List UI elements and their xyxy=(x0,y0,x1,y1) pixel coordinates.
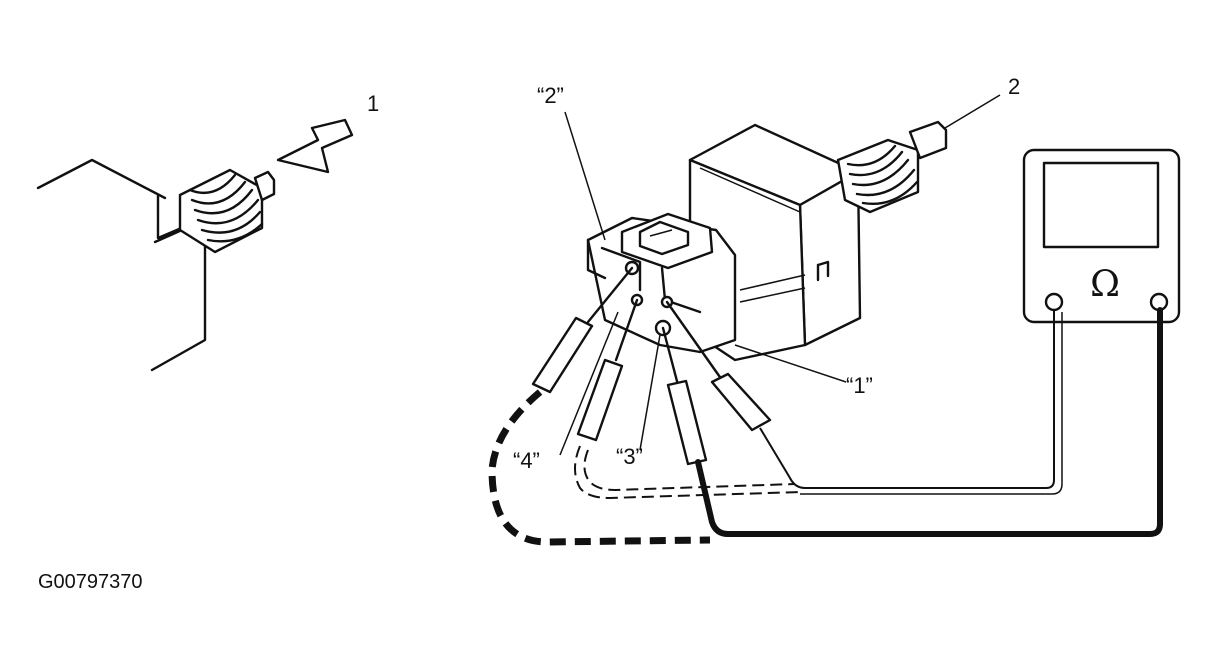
ohmmeter: Ω xyxy=(1022,148,1181,324)
lead-thin-dashed-inner xyxy=(583,449,796,492)
terminal-label-4: “4” xyxy=(513,448,540,473)
lead-thin-solid-inner xyxy=(800,312,1063,495)
probe-terminal-1 xyxy=(665,300,772,432)
lead-thin-dashed xyxy=(574,445,801,500)
switch-with-connector: 2 “2” “1” “4” “3” xyxy=(513,74,1020,473)
part-label-1: 1 xyxy=(367,91,379,116)
lead-thick-dashed xyxy=(488,389,711,546)
ohmmeter-display xyxy=(1042,161,1160,249)
connector xyxy=(586,212,737,354)
terminal-label-3: “3” xyxy=(616,444,643,469)
terminal-label-1: “1” xyxy=(846,373,873,398)
switch-thread xyxy=(178,168,276,254)
terminal-label-2: “2” xyxy=(537,83,564,108)
ohm-symbol: Ω xyxy=(1090,264,1120,305)
switch-thread-right xyxy=(836,120,948,214)
test-leads xyxy=(488,307,1163,546)
probe-terminal-2 xyxy=(531,266,634,394)
installed-switch-detail: 1 xyxy=(36,91,379,372)
direction-arrow xyxy=(276,118,354,174)
lead-thick-solid xyxy=(695,307,1163,537)
lead-thin-solid xyxy=(759,310,1055,489)
figure-id: G00797370 xyxy=(38,571,143,593)
probe-terminal-3 xyxy=(661,326,708,466)
plunger xyxy=(908,120,948,160)
mounting-bracket xyxy=(36,158,207,372)
part-label-2: 2 xyxy=(1008,74,1020,99)
probe-terminal-4 xyxy=(576,298,639,442)
ohmmeter-jack-left xyxy=(1044,292,1064,312)
